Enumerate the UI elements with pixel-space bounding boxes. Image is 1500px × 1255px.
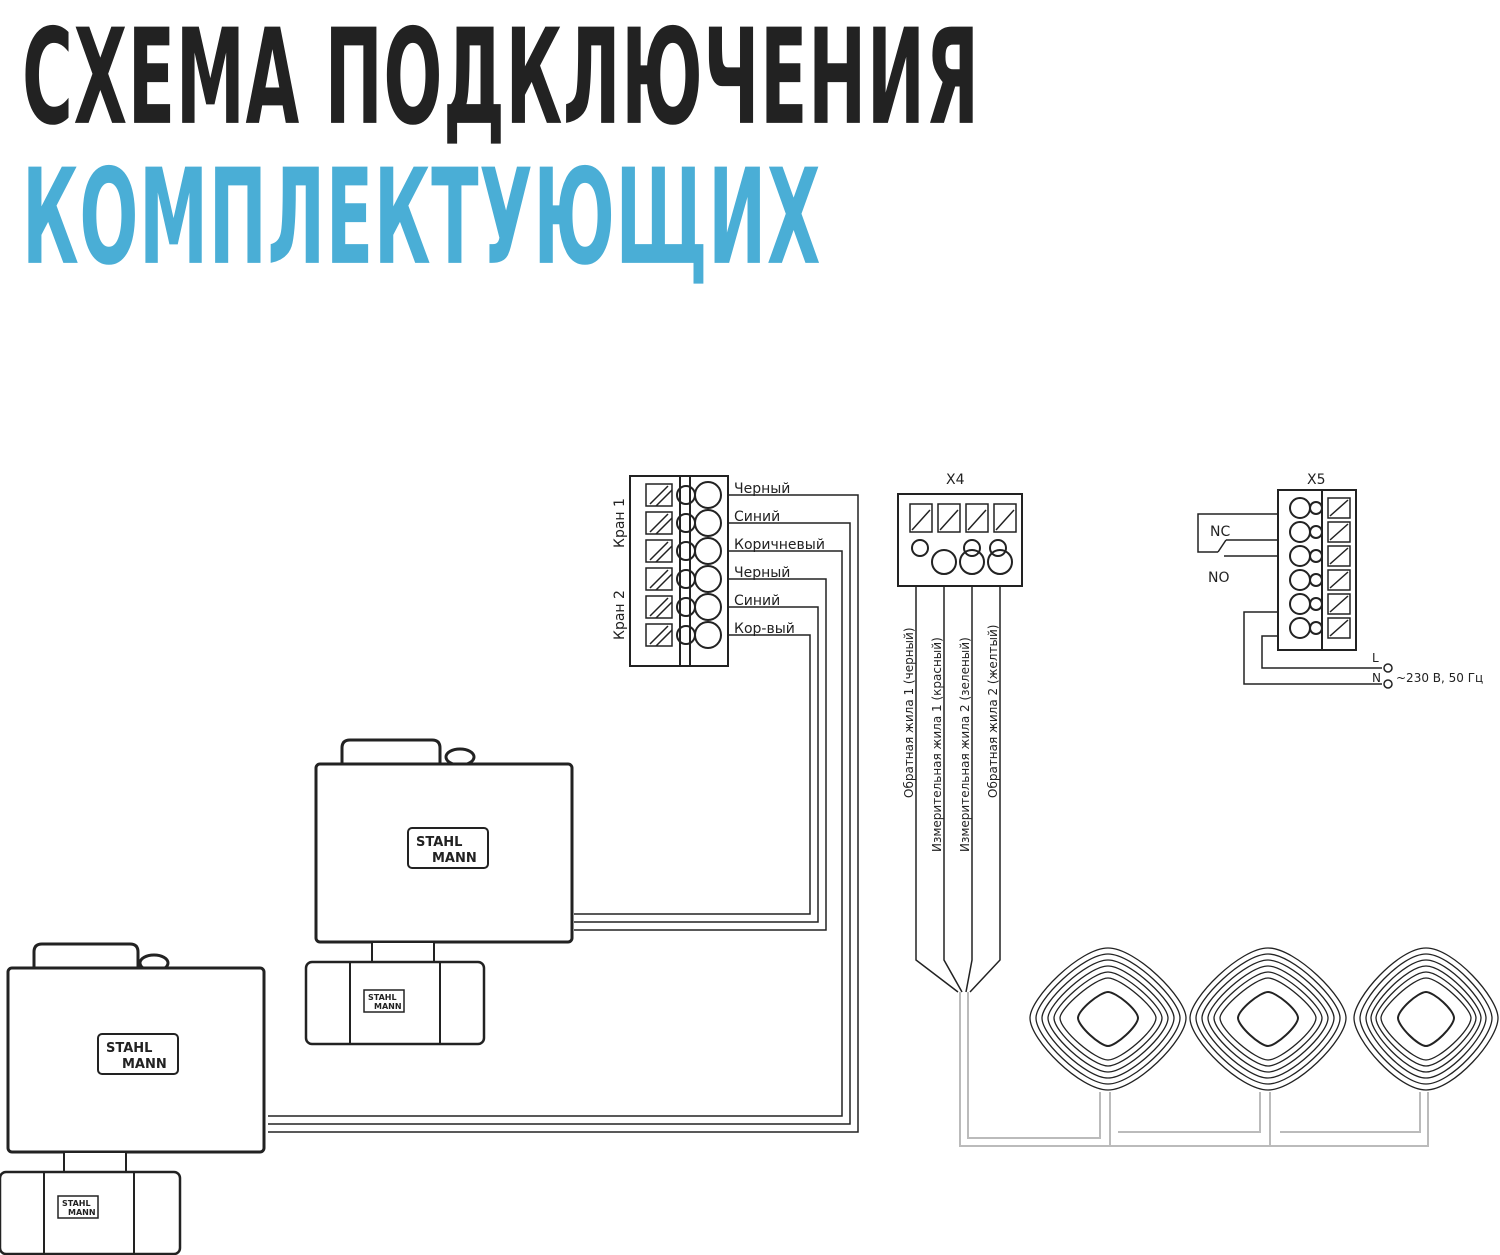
- x4-wire-label-4: Обратная жила 2 (желтый): [986, 625, 1000, 798]
- valve-terminal-block: [629, 475, 729, 667]
- x4-title: X4: [946, 472, 965, 488]
- title-line-2: КОМПЛЕКТУЮЩИХ: [22, 141, 822, 295]
- wire-label-black-2: Черный: [734, 565, 790, 581]
- valve-2: STAHL MANN STAHL MANN: [304, 738, 574, 1046]
- sensor-cable: [959, 992, 1429, 1147]
- leak-sensor-2: [1189, 947, 1347, 1091]
- x5-no-label: NO: [1208, 570, 1230, 586]
- valve-1-brand-top: STAHL: [106, 1041, 152, 1056]
- terminal-n-icon: [1383, 679, 1393, 689]
- valve-1: STAHL MANN STAHL MANN: [0, 942, 266, 1255]
- wire-label-brown-2: Кор-вый: [734, 621, 795, 637]
- valve-1-group-label: Кран 1: [612, 498, 628, 548]
- x5-n-label: N: [1372, 671, 1381, 685]
- x5-relay-wiring: [1197, 513, 1382, 685]
- valve-2-body-brand-top: STAHL: [368, 993, 397, 1002]
- title-line-1: СХЕМА ПОДКЛЮЧЕНИЯ: [22, 1, 980, 155]
- x5-nc-label: NC: [1210, 524, 1230, 540]
- wire-label-blue-1: Синий: [734, 509, 780, 525]
- x4-wires: [915, 586, 1001, 993]
- x5-l-label: L: [1372, 651, 1379, 665]
- wire-label-blue-2: Синий: [734, 593, 780, 609]
- x5-power-label: ~230 В, 50 Гц: [1396, 671, 1483, 685]
- valve-2-body-brand-bottom: MANN: [374, 1002, 402, 1011]
- valve-2-brand-bottom: MANN: [432, 851, 477, 866]
- valve-wires: [268, 494, 859, 1133]
- x5-title: X5: [1307, 472, 1326, 488]
- x4-wire-label-2: Измерительная жила 1 (красный): [930, 637, 944, 852]
- wire-label-black-1: Черный: [734, 481, 790, 497]
- wire-label-brown-1: Коричневый: [734, 537, 825, 553]
- valve-1-body-brand-top: STAHL: [62, 1199, 91, 1208]
- x4-wire-label-3: Измерительная жила 2 (зеленый): [958, 637, 972, 852]
- valve-2-group-label: Кран 2: [612, 590, 628, 640]
- x5-terminal-block: [1277, 489, 1357, 651]
- valve-2-brand-top: STAHL: [416, 835, 462, 850]
- x4-terminal-block: [897, 493, 1023, 587]
- valve-1-brand-bottom: MANN: [122, 1057, 167, 1072]
- x4-wire-label-1: Обратная жила 1 (черный): [902, 627, 916, 798]
- terminal-l-icon: [1383, 663, 1393, 673]
- valve-1-body-brand-bottom: MANN: [68, 1208, 96, 1217]
- leak-sensor-3: [1353, 947, 1499, 1091]
- leak-sensor-1: [1029, 947, 1187, 1091]
